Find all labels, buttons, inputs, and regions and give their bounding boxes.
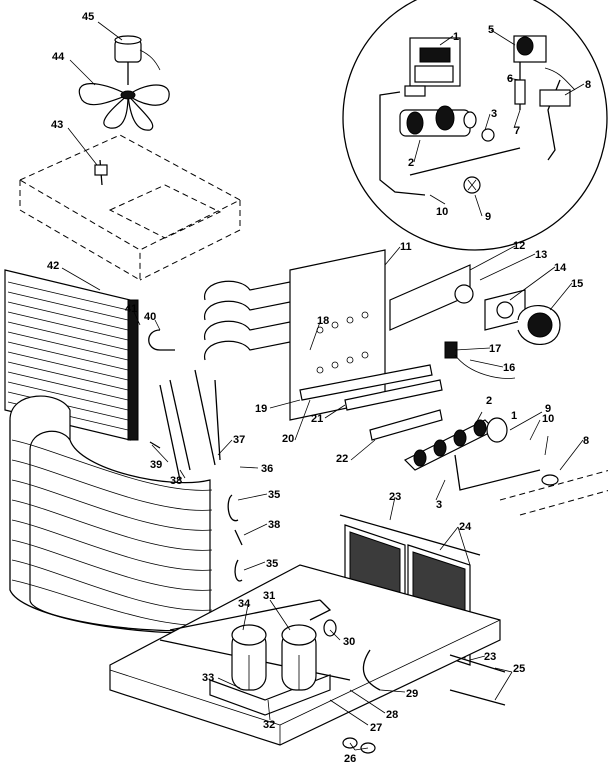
inset-detail [342, 0, 608, 251]
callout-2: 2 [486, 395, 492, 407]
callout-19: 19 [255, 403, 267, 415]
callout-42: 42 [47, 260, 59, 272]
callout-25: 25 [513, 663, 525, 675]
wraparound-coil [9, 395, 213, 634]
callout-6-inset: 6 [507, 73, 513, 85]
callout-24: 24 [459, 521, 472, 533]
callout-22: 22 [336, 453, 348, 465]
callout-9-inset: 9 [485, 211, 491, 223]
callout-12: 12 [513, 240, 525, 252]
condenser-fan [78, 35, 170, 131]
callout-40: 40 [144, 311, 156, 323]
callout-labels: 45 44 43 42 41 40 39 38 37 36 35 38 35 3… [47, 11, 591, 765]
callout-35: 35 [268, 489, 280, 501]
leader-lines [61, 21, 585, 751]
callout-3: 3 [436, 499, 442, 511]
callout-35b: 35 [266, 558, 278, 570]
callout-17: 17 [489, 343, 501, 355]
callout-38: 38 [170, 475, 182, 487]
callout-30: 30 [343, 636, 355, 648]
callout-18: 18 [317, 315, 329, 327]
callout-8-inset: 8 [585, 79, 591, 91]
callout-45: 45 [82, 11, 94, 23]
callout-21: 21 [311, 413, 323, 425]
callout-1: 1 [511, 410, 517, 422]
callout-32: 32 [263, 719, 275, 731]
callout-7-inset: 7 [514, 125, 520, 137]
callout-29: 29 [406, 688, 418, 700]
callout-20: 20 [282, 433, 294, 445]
callout-10: 10 [542, 413, 554, 425]
callout-9: 9 [545, 403, 551, 415]
tubing-assemblies [148, 329, 243, 582]
callout-15: 15 [571, 278, 583, 290]
callout-31: 31 [263, 590, 275, 602]
callout-36: 36 [261, 463, 273, 475]
callout-10-inset: 10 [436, 206, 448, 218]
callout-41: 41 [125, 303, 137, 315]
callout-43: 43 [51, 119, 63, 131]
callout-28: 28 [386, 709, 398, 721]
callout-13: 13 [535, 249, 547, 261]
callout-8: 8 [583, 435, 589, 447]
callout-23: 23 [389, 491, 401, 503]
compressors [209, 619, 381, 716]
callout-44: 44 [52, 51, 65, 63]
callout-11: 11 [400, 241, 412, 253]
callout-2-inset: 2 [408, 157, 414, 169]
heat-exchanger [204, 249, 608, 516]
callout-26: 26 [344, 753, 356, 765]
callout-39: 39 [150, 459, 162, 471]
callout-5-inset: 5 [488, 24, 494, 36]
callout-23b: 23 [484, 651, 496, 663]
callout-33: 33 [202, 672, 214, 684]
callout-16: 16 [503, 362, 515, 374]
callout-3-inset: 3 [491, 108, 497, 120]
callout-37: 37 [233, 434, 245, 446]
callout-14: 14 [554, 262, 567, 274]
callout-34: 34 [238, 598, 251, 610]
callout-27: 27 [370, 722, 382, 734]
feet-and-brackets [342, 654, 506, 754]
top-cover [18, 134, 242, 281]
callout-1-inset: 1 [453, 31, 459, 43]
callout-38b: 38 [268, 519, 280, 531]
